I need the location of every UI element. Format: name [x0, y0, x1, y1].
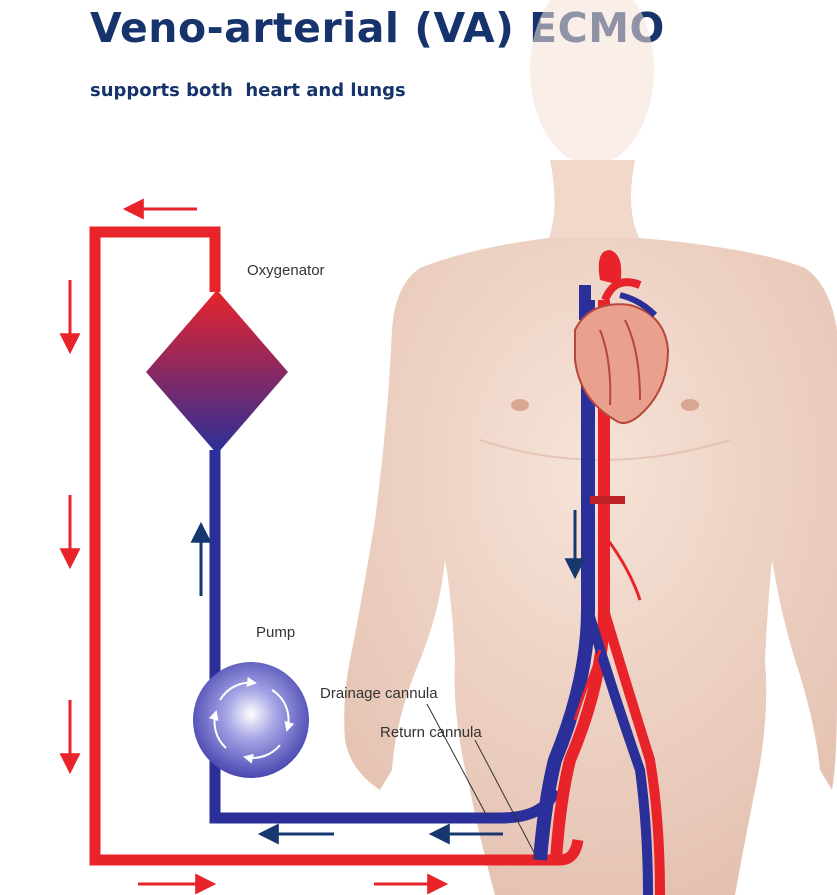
- left-nipple: [511, 399, 529, 411]
- neck: [548, 160, 640, 240]
- pump-label: Pump: [256, 624, 295, 641]
- oxygenator-label: Oxygenator: [247, 262, 325, 279]
- right-nipple: [681, 399, 699, 411]
- oxygenator-icon: [146, 290, 288, 454]
- drainage-cannula-label: Drainage cannula: [320, 685, 438, 702]
- head: [530, 0, 654, 165]
- return-cannula-label: Return cannula: [380, 724, 482, 741]
- pump-icon: [193, 662, 309, 778]
